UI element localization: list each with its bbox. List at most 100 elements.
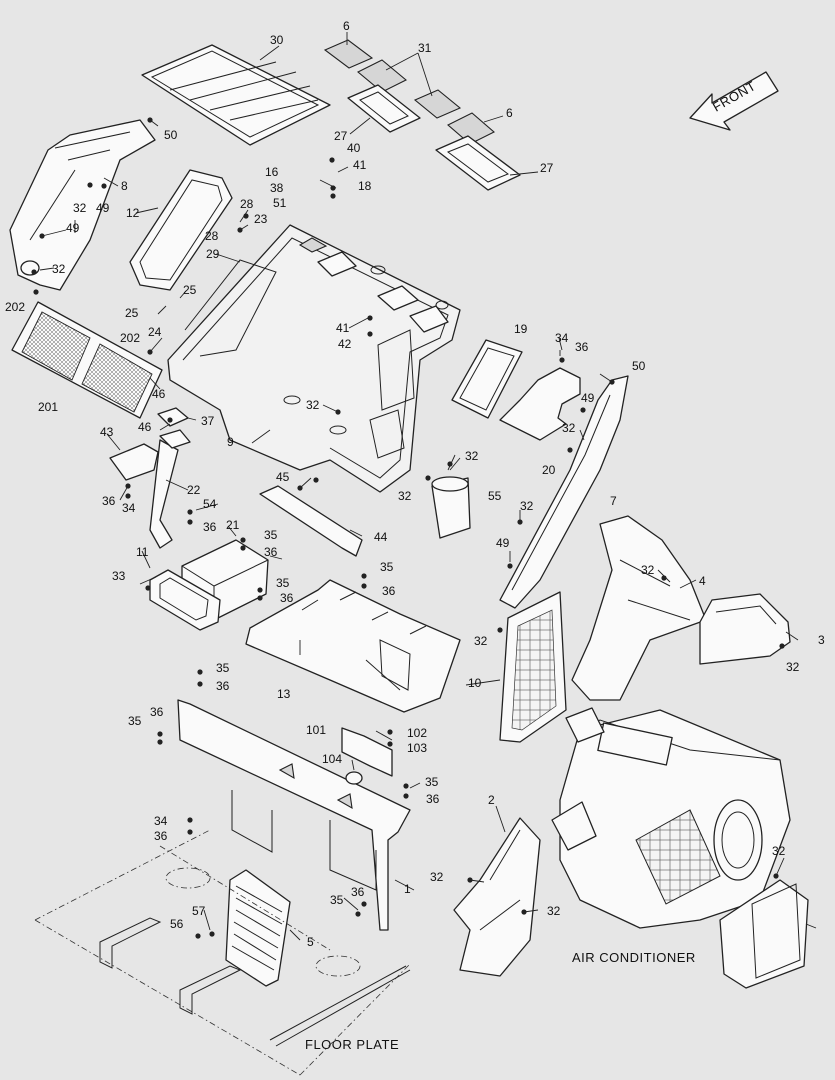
callout-32-ac: 32 xyxy=(772,844,786,858)
callout-11: 11 xyxy=(136,545,149,559)
callout-36-plate-a: 36 xyxy=(382,584,396,598)
callout-35-panel-left: 35 xyxy=(128,714,142,728)
callout-36-lower: 36 xyxy=(154,829,168,843)
callout-36-left-a: 36 xyxy=(102,494,116,508)
callout-12: 12 xyxy=(126,206,140,220)
callout-32-duct2-left: 32 xyxy=(430,870,444,884)
part-bracket-43 xyxy=(109,443,159,481)
callout-28-mid: 28 xyxy=(205,229,219,243)
callout-101: 101 xyxy=(306,723,326,737)
callout-7: 7 xyxy=(610,494,617,508)
callout-1: 1 xyxy=(404,882,411,896)
callout-27-right: 27 xyxy=(540,161,554,175)
callout-labels: 6 30 31 6 50 27 27 40 16 41 38 18 8 51 2… xyxy=(5,19,825,949)
callout-19: 19 xyxy=(514,322,528,336)
part-floor-plate xyxy=(34,829,411,1076)
callout-41-mid: 41 xyxy=(336,321,350,335)
callout-24: 24 xyxy=(148,325,162,339)
part-frame-11 xyxy=(149,569,221,631)
callout-49-top: 49 xyxy=(96,201,110,215)
callout-29: 29 xyxy=(206,247,220,261)
callout-23: 23 xyxy=(254,212,268,226)
callout-21: 21 xyxy=(226,518,240,532)
leader-lines xyxy=(39,32,817,941)
callout-36-top-right: 36 xyxy=(575,340,589,354)
callout-49-duct7: 49 xyxy=(496,536,510,550)
callout-36-ctrl-b: 36 xyxy=(264,545,278,559)
callout-10: 10 xyxy=(468,676,482,690)
callout-6-right: 6 xyxy=(506,106,513,120)
part-upper-duct-4 xyxy=(571,515,707,701)
callout-32-left: 32 xyxy=(73,201,87,215)
callout-50-right: 50 xyxy=(632,359,646,373)
part-upper-duct-3 xyxy=(699,593,791,665)
callout-201: 201 xyxy=(38,400,58,414)
callout-49-right: 49 xyxy=(581,391,595,405)
part-armrest-pad xyxy=(129,169,233,291)
callout-36-panel-left: 36 xyxy=(150,705,164,719)
part-filter-cover xyxy=(451,339,523,419)
front-arrow-icon: FRONT xyxy=(689,71,779,131)
callout-35-plate-b: 35 xyxy=(276,576,290,590)
callout-55: 55 xyxy=(488,489,502,503)
callout-103: 103 xyxy=(407,741,427,755)
part-air-conditioner xyxy=(551,707,791,929)
callout-6-top: 6 xyxy=(343,19,350,33)
callout-36-ctrl-a: 36 xyxy=(203,520,217,534)
callout-36-mid-a: 36 xyxy=(216,679,230,693)
callout-32-louver: 56 xyxy=(170,917,184,931)
callout-32-cover: 32 xyxy=(474,634,488,648)
part-lower-duct xyxy=(453,817,541,977)
callout-35-plate-a: 35 xyxy=(380,560,394,574)
callout-51: 51 xyxy=(273,196,287,210)
callout-56: 5 xyxy=(307,935,314,949)
callout-104: 104 xyxy=(322,752,342,766)
callout-50-left: 50 xyxy=(164,128,178,142)
callout-31: 31 xyxy=(418,41,432,55)
callout-32-lower-left: 32 xyxy=(52,262,66,276)
part-bracket xyxy=(499,367,581,441)
callout-49-left: 49 xyxy=(66,221,80,235)
callout-22: 22 xyxy=(187,483,201,497)
caption-floor-plate: FLOOR PLATE xyxy=(305,1037,399,1052)
callout-34-lower: 34 xyxy=(154,814,168,828)
callout-32-duct4: 32 xyxy=(641,563,655,577)
callout-16: 16 xyxy=(265,165,279,179)
callout-32-cup-top: 32 xyxy=(465,449,479,463)
callout-42: 42 xyxy=(338,337,352,351)
callout-32-duct7: 32 xyxy=(520,499,534,513)
callout-32-cup-left: 32 xyxy=(398,489,412,503)
callout-35-panel-right: 35 xyxy=(425,775,439,789)
callout-25-right: 25 xyxy=(183,283,197,297)
callout-20: 20 xyxy=(542,463,556,477)
callout-36-panel-right: 36 xyxy=(426,792,440,806)
callout-46-upper: 46 xyxy=(152,387,166,401)
callout-45: 45 xyxy=(276,470,290,484)
callout-32-duct3: 32 xyxy=(786,660,800,674)
callout-30: 30 xyxy=(270,33,284,47)
callout-32-duct2-right: 32 xyxy=(547,904,561,918)
part-louver-panel xyxy=(225,869,291,987)
part-cab-housing xyxy=(167,224,461,493)
part-filter-grille xyxy=(11,301,163,419)
callout-3: 3 xyxy=(818,633,825,647)
callout-28-top: 28 xyxy=(240,197,254,211)
callout-2: 2 xyxy=(488,793,495,807)
part-cross-bar xyxy=(259,485,363,557)
part-rear-panel xyxy=(177,699,411,931)
callout-46-lower: 46 xyxy=(138,420,152,434)
callout-18: 18 xyxy=(358,179,372,193)
callout-9: 9 xyxy=(227,435,234,449)
callout-34-right: 34 xyxy=(555,331,569,345)
part-drain-hose xyxy=(149,407,191,549)
callout-37: 37 xyxy=(201,414,215,428)
callout-36-floor: 36 xyxy=(351,885,365,899)
callout-57: 57 xyxy=(192,904,206,918)
part-right-duct xyxy=(499,375,629,609)
callout-32-center: 32 xyxy=(306,398,320,412)
part-filter-box xyxy=(719,879,809,989)
callout-43: 43 xyxy=(100,425,114,439)
callout-35-ctrl-a: 35 xyxy=(264,528,278,542)
callout-25-left: 25 xyxy=(125,306,139,320)
